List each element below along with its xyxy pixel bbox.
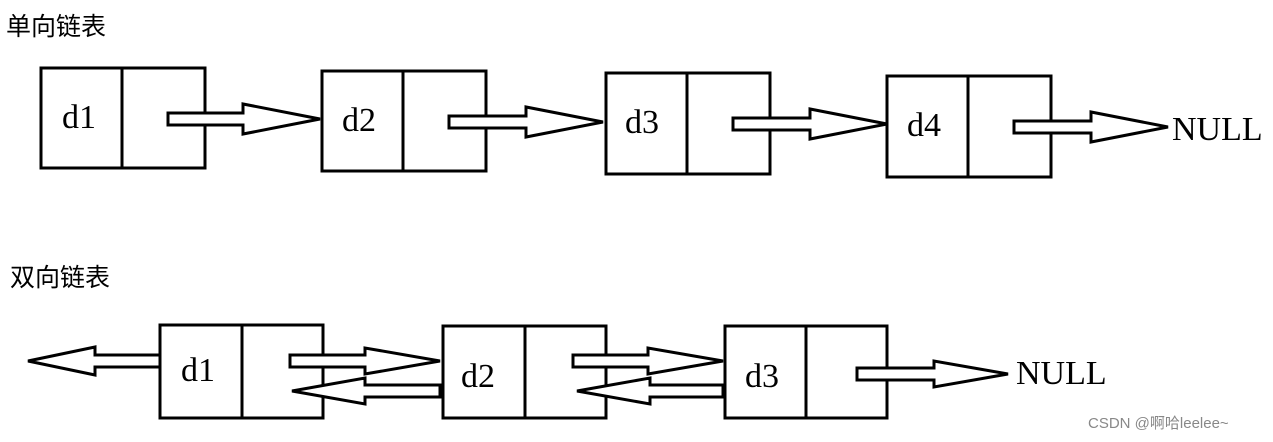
singly-linked-list: 单向链表 d1 d2 d3 d4 NULL [6, 12, 1263, 179]
doubly-arrow-null [855, 359, 1009, 389]
doubly-node-2-label: d2 [461, 358, 495, 395]
csdn-watermark: CSDN @啊哈leelee~ [1088, 415, 1229, 432]
doubly-prev-arrow-2 [576, 376, 725, 406]
singly-null-label: NULL [1172, 111, 1263, 148]
singly-list-title: 单向链表 [6, 12, 106, 41]
doubly-prev-arrow-1 [291, 376, 442, 406]
singly-node-3: d3 [604, 71, 772, 176]
doubly-node-1: d1 [158, 323, 325, 420]
doubly-next-arrow-2 [571, 346, 724, 376]
singly-arrow-3 [731, 107, 888, 141]
singly-node-2-label: d2 [342, 102, 376, 139]
singly-node-3-label: d3 [625, 104, 659, 141]
doubly-node-2: d2 [441, 324, 608, 420]
doubly-linked-list: 双向链表 d1 d2 d3 NULL [10, 263, 1107, 420]
singly-node-4-label: d4 [907, 107, 941, 144]
singly-arrow-2 [447, 105, 604, 139]
doubly-prev-arrow-left [27, 345, 162, 377]
singly-arrow-1 [166, 102, 321, 136]
doubly-null-label: NULL [1016, 355, 1107, 392]
doubly-next-arrow-1 [288, 346, 441, 376]
doubly-node-1-label: d1 [181, 352, 215, 389]
doubly-list-title: 双向链表 [10, 263, 110, 292]
singly-node-1-label: d1 [62, 99, 96, 136]
singly-arrow-null [1012, 110, 1169, 144]
doubly-node-3-label: d3 [745, 358, 779, 395]
